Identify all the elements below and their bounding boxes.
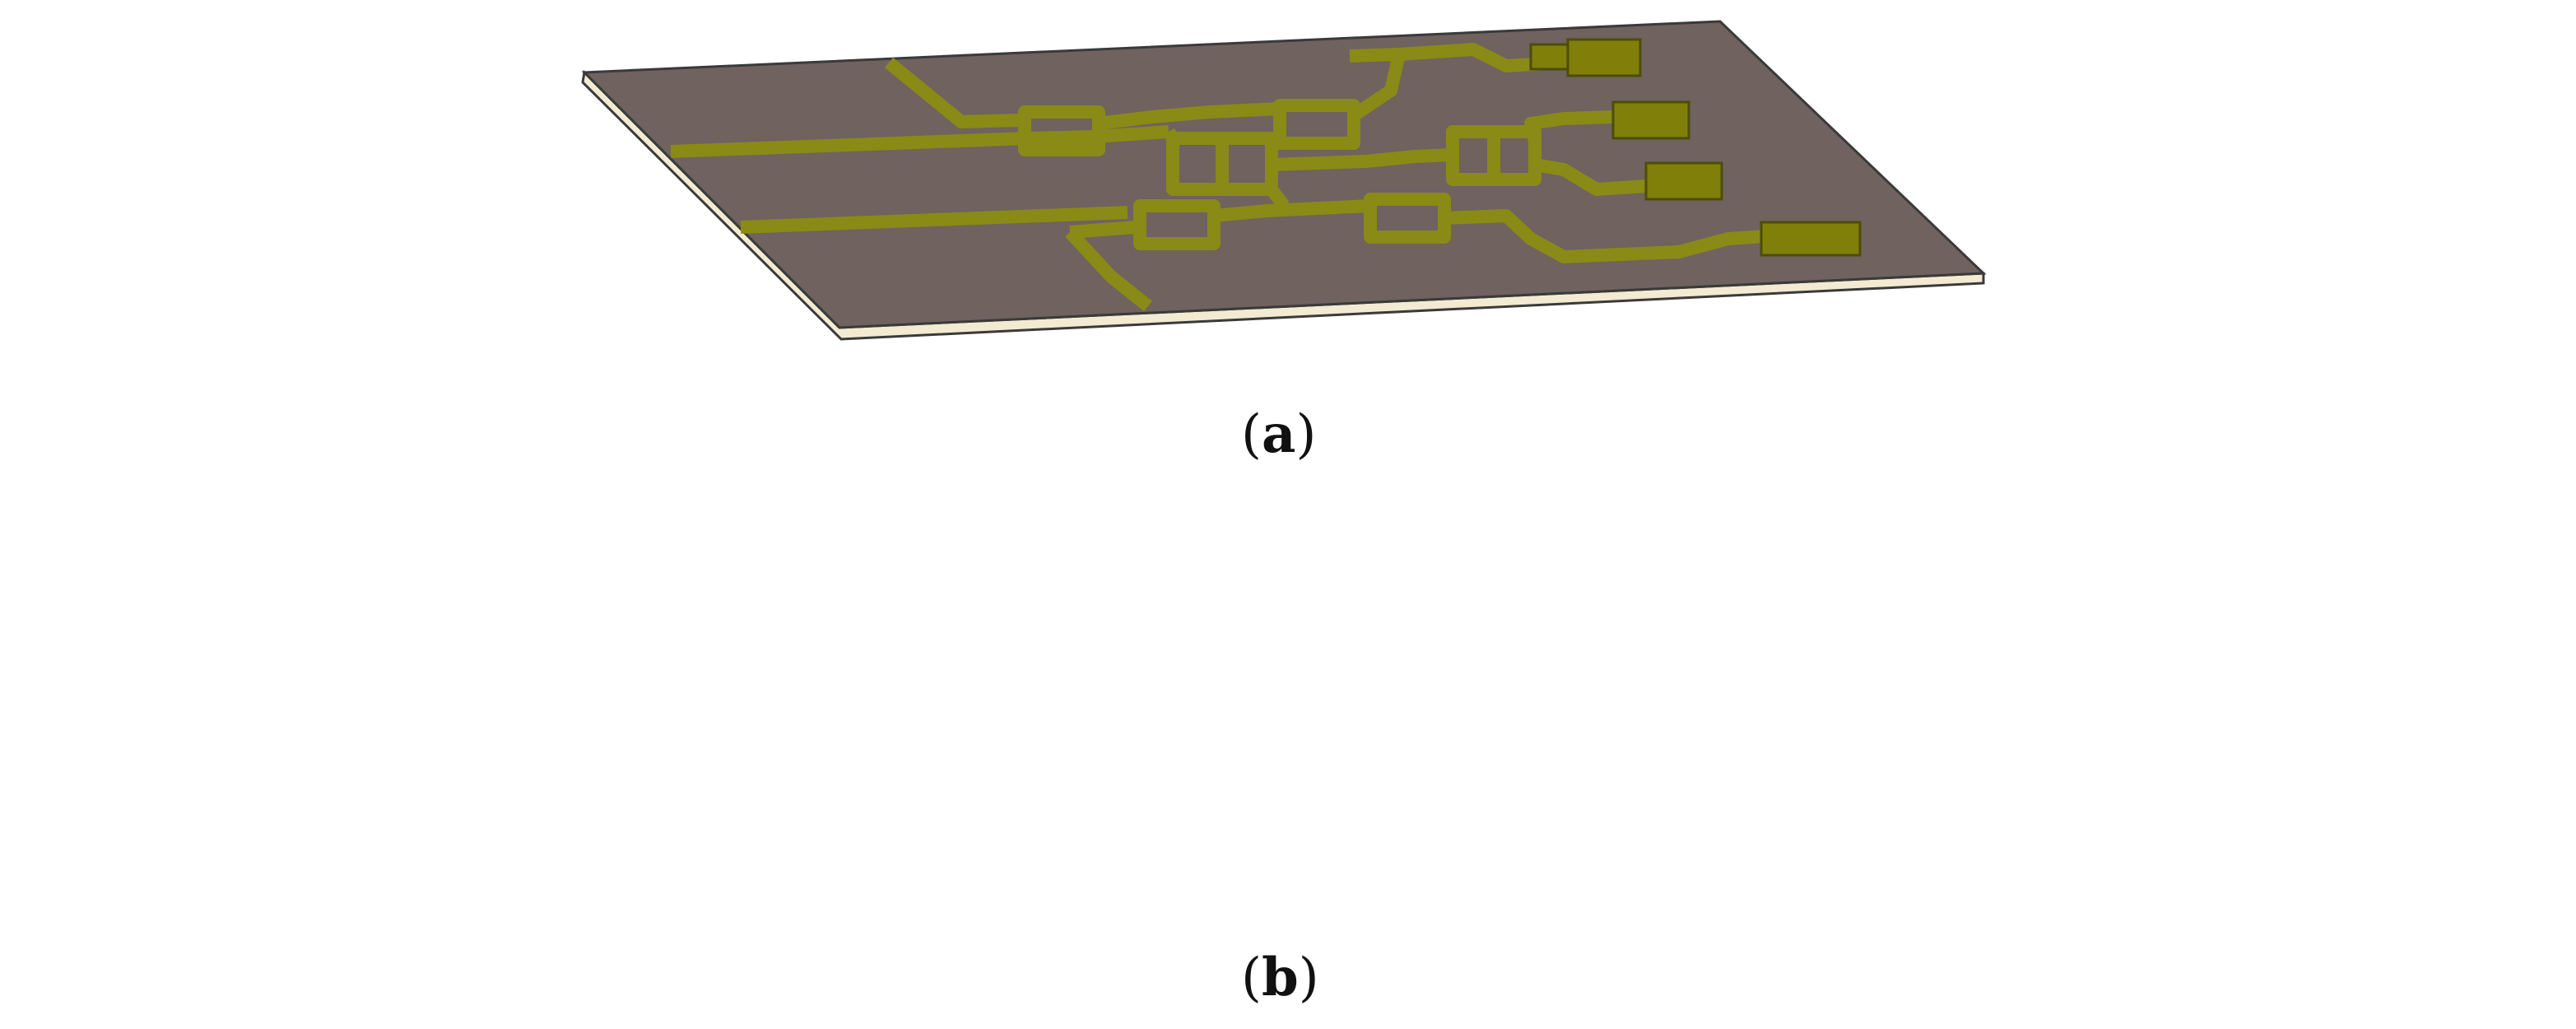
panel-a-substrate-top <box>581 20 1987 329</box>
caption-b: (b) <box>1241 952 1319 1005</box>
panel-a-traces <box>670 43 1779 312</box>
caption-b-open: ( <box>1241 948 1262 1008</box>
caption-a-open: ( <box>1241 404 1262 465</box>
caption-b-letter: b <box>1261 947 1299 1008</box>
panel-a-board <box>581 20 1987 341</box>
caption-b-close: ) <box>1298 948 1319 1008</box>
caption-a: (a) <box>1241 408 1316 462</box>
panel-a-pads <box>1529 38 1862 257</box>
caption-a-letter: a <box>1261 403 1296 465</box>
caption-a-close: ) <box>1295 404 1317 465</box>
